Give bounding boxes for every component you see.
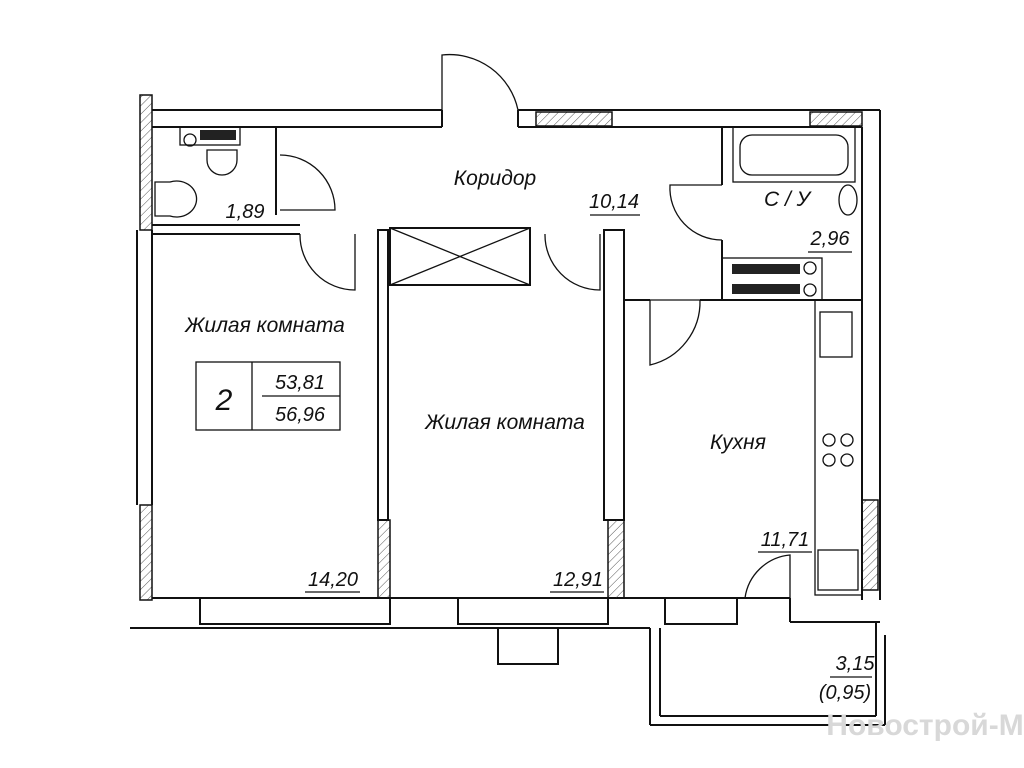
corridor-area: 10,14 — [589, 191, 639, 213]
kitchen-area: 11,71 — [761, 529, 810, 551]
living-room-1-area: 14,20 — [308, 569, 358, 591]
living-room-2-label: Жилая комната — [424, 411, 585, 434]
corridor-label: Коридор — [454, 167, 536, 190]
exterior-walls — [130, 94, 881, 665]
balcony-reduced-area: (0,95) — [819, 682, 871, 704]
living-room-2-area: 12,91 — [553, 569, 603, 591]
fixtures — [154, 126, 863, 596]
bathroom-area: 2,96 — [810, 228, 851, 250]
living-room-1-label: Жилая комната — [184, 314, 345, 337]
balcony-outline — [649, 622, 886, 726]
rooms-count: 2 — [215, 384, 233, 417]
living-area-total: 53,81 — [275, 372, 325, 394]
apartment-summary: 2 53,81 56,96 — [195, 361, 341, 431]
bathroom-label: С / У — [764, 188, 813, 211]
total-area: 56,96 — [275, 404, 326, 426]
balcony-area: 3,15 — [836, 653, 876, 675]
kitchen-label: Кухня — [710, 431, 766, 454]
wc-area: 1,89 — [226, 201, 265, 223]
doors — [279, 53, 791, 599]
watermark: Новострой-М — [826, 709, 1023, 742]
